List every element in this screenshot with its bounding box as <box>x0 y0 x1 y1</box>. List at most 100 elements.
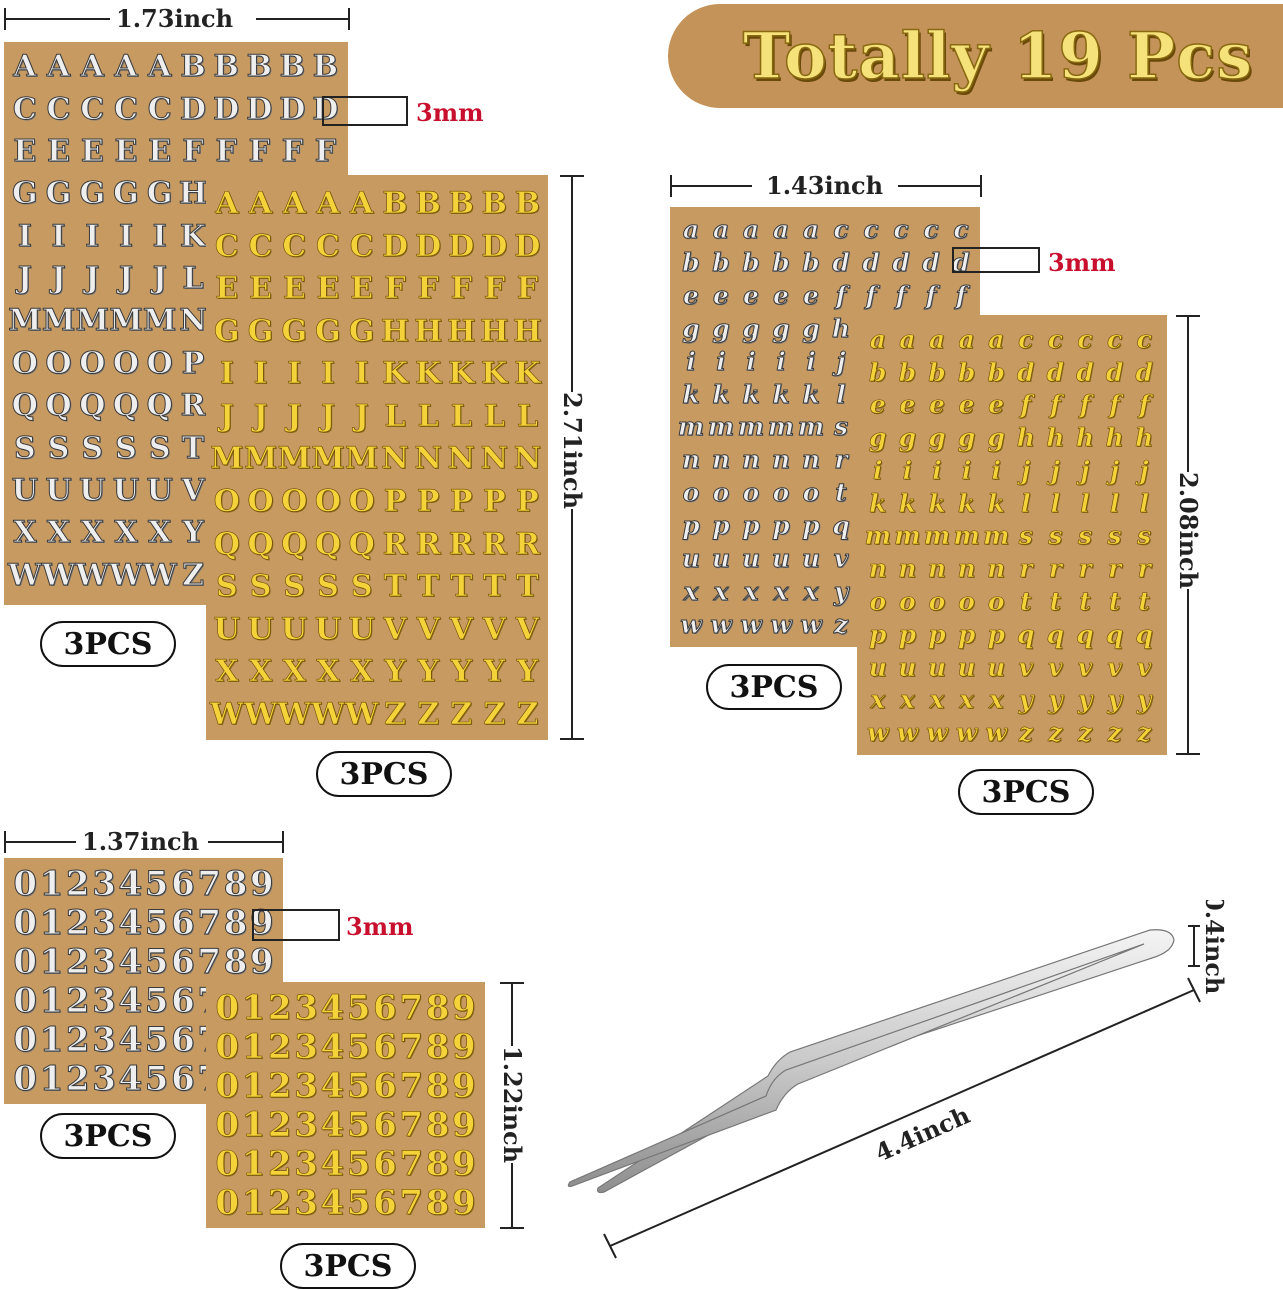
sticker-character: 3 <box>294 1026 318 1067</box>
sticker-character: c <box>1077 324 1093 354</box>
sticker-character: a <box>988 324 1005 354</box>
sticker-character: 8 <box>425 1026 450 1067</box>
sticker-character: u <box>741 544 761 574</box>
sticker-character: X <box>114 515 138 551</box>
sticker-character: e <box>683 280 700 310</box>
sticker-character: K <box>448 356 475 392</box>
sticker-character: K <box>415 356 442 392</box>
sticker-character: i <box>873 455 883 485</box>
sticker-character: f <box>1138 390 1150 420</box>
sticker-character: 4 <box>320 1065 345 1106</box>
sticker-character: R <box>514 526 541 562</box>
sticker-character: o <box>682 478 700 508</box>
sticker-character: X <box>282 654 306 690</box>
sticker-character: U <box>314 611 342 647</box>
sticker-character: J <box>219 398 234 434</box>
sticker-character: J <box>51 261 66 297</box>
sticker-character: i <box>746 346 757 376</box>
sticker-character: c <box>863 214 879 244</box>
sticker-character: T <box>383 569 407 605</box>
sticker-character: C <box>114 91 139 127</box>
sticker-character: w <box>740 610 763 640</box>
sticker-character: Y <box>450 654 472 690</box>
sticker-character: K <box>382 356 409 392</box>
lower-width-label: 1.43inch <box>766 171 884 200</box>
sticker-character: w <box>770 610 793 640</box>
sticker-character: X <box>215 654 239 690</box>
sticker-character: a <box>772 214 790 244</box>
sticker-character: 2 <box>267 1104 292 1145</box>
sticker-character: J <box>17 261 32 297</box>
sticker-character: I <box>85 218 100 254</box>
sticker-character: 9 <box>452 987 476 1028</box>
sticker-character: j <box>1021 455 1031 485</box>
sticker-character: B <box>448 186 474 222</box>
sticker-character: A <box>148 49 172 85</box>
sticker-character: X <box>350 654 374 690</box>
sticker-character: 2 <box>267 1065 292 1106</box>
sticker-character: Y <box>483 654 506 690</box>
sticker-character: b <box>957 357 976 387</box>
sticker-character: Z <box>516 696 539 732</box>
sticker-character: E <box>316 271 340 307</box>
sticker-character: X <box>316 654 340 690</box>
number-silver-pcs-badge: 3PCS <box>40 1113 176 1159</box>
sticker-character: b <box>712 247 730 277</box>
sticker-character: x <box>959 685 975 715</box>
lower-size-marker <box>952 247 1040 273</box>
sticker-character: I <box>287 356 302 392</box>
sticker-character: x <box>899 685 915 715</box>
sticker-character: g <box>712 313 730 343</box>
sticker-character: G <box>113 176 140 212</box>
sticker-character: N <box>179 303 207 339</box>
sticker-character: 1 <box>241 1143 266 1184</box>
sticker-character: g <box>742 313 760 343</box>
sticker-character: r <box>1108 554 1122 584</box>
sticker-character: L <box>384 398 406 434</box>
sticker-character: 3 <box>92 980 117 1021</box>
sticker-character: g <box>802 313 820 343</box>
sticker-character: 9 <box>452 1104 476 1145</box>
sticker-character: S <box>47 430 70 466</box>
sticker-character: m <box>767 412 795 442</box>
sticker-character: I <box>320 356 336 392</box>
sticker-character: u <box>868 652 887 682</box>
sticker-character: h <box>1105 423 1124 453</box>
sticker-character: m <box>953 521 980 551</box>
sticker-character: J <box>320 398 336 434</box>
sticker-character: X <box>13 515 37 551</box>
sticker-character: g <box>898 423 917 453</box>
sticker-character: e <box>773 280 790 310</box>
sticker-character: q <box>1017 619 1035 649</box>
sticker-character: 2 <box>267 987 292 1028</box>
sticker-character: m <box>707 412 735 442</box>
sticker-character: 3 <box>294 1182 318 1223</box>
sticker-character: Q <box>281 526 308 562</box>
sticker-character: X <box>248 654 273 690</box>
sticker-character: s <box>1137 521 1152 551</box>
sticker-character: a <box>712 214 730 244</box>
sticker-character: k <box>869 488 887 518</box>
sticker-character: D <box>448 228 475 264</box>
upper-height-label: 2.71inch <box>558 392 587 510</box>
sticker-character: 5 <box>346 1104 371 1145</box>
tweezers-length-tick-left <box>603 1233 617 1259</box>
sticker-character: 9 <box>452 1026 476 1067</box>
tweezers-length-line <box>609 989 1195 1247</box>
sticker-character: u <box>801 544 821 574</box>
sticker-character: U <box>45 473 72 509</box>
sticker-character: f <box>955 280 967 310</box>
sticker-character: I <box>354 356 369 392</box>
sticker-character: A <box>215 186 239 222</box>
sticker-character: 4 <box>320 1104 345 1145</box>
sticker-character: x <box>803 577 819 607</box>
sticker-character: j <box>1080 455 1090 485</box>
sticker-character: i <box>902 455 913 485</box>
sticker-character: u <box>681 544 701 574</box>
sticker-character: Q <box>11 388 38 424</box>
sticker-character: y <box>1107 685 1122 715</box>
sticker-character: D <box>415 228 442 264</box>
number-gold-pcs-badge: 3PCS <box>280 1243 416 1289</box>
sticker-character: W <box>210 696 244 732</box>
